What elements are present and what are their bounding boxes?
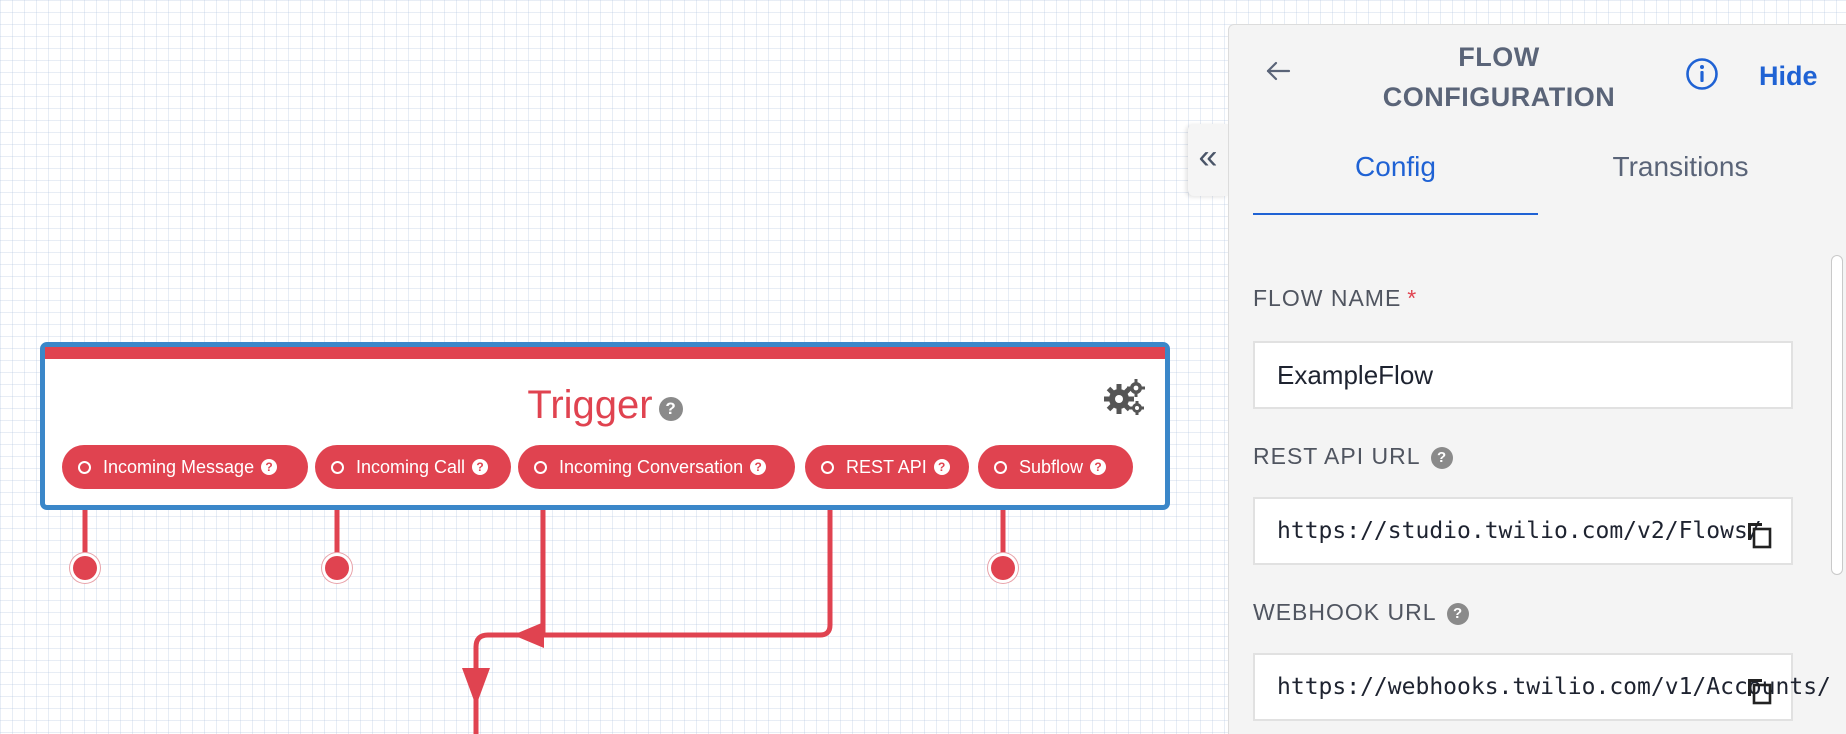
- rest-api-url-label: REST API URL?: [1253, 443, 1453, 470]
- radio-ring-icon: [78, 460, 91, 474]
- trigger-header-bar: [45, 347, 1165, 359]
- arrowhead-down: [462, 668, 490, 706]
- tab-transitions[interactable]: Transitions: [1612, 151, 1749, 182]
- help-icon[interactable]: ?: [261, 459, 278, 475]
- help-icon[interactable]: ?: [472, 459, 489, 475]
- tab-config[interactable]: Config: [1253, 145, 1538, 215]
- trigger-title: Trigger?: [45, 383, 1165, 428]
- flow-name-field[interactable]: [1253, 341, 1793, 409]
- connector-rest-api: [473, 490, 833, 734]
- help-icon[interactable]: ?: [1090, 459, 1107, 475]
- radio-ring-icon: [331, 460, 344, 474]
- panel-tabs: Config Transitions: [1253, 145, 1823, 215]
- double-chevron-left-icon: «: [1198, 138, 1218, 176]
- help-icon[interactable]: ?: [750, 459, 767, 475]
- help-icon[interactable]: ?: [933, 459, 950, 475]
- webhook-url-label: WEBHOOK URL?: [1253, 599, 1469, 626]
- copy-icon[interactable]: [1745, 519, 1773, 549]
- info-icon[interactable]: [1685, 57, 1719, 91]
- rest-api-url-value: https://studio.twilio.com/v2/Flows/: [1277, 518, 1762, 544]
- action-incoming-call[interactable]: Incoming Call ?: [315, 445, 511, 489]
- webhook-url-field: https://webhooks.twilio.com/v1/Accounts/: [1253, 653, 1831, 721]
- rest-api-url-field: https://studio.twilio.com/v2/Flows/: [1253, 497, 1793, 565]
- hide-panel-link[interactable]: Hide: [1759, 61, 1818, 91]
- action-incoming-message[interactable]: Incoming Message ?: [62, 445, 308, 489]
- radio-ring-icon: [821, 460, 834, 474]
- panel-scrollbar[interactable]: [1831, 255, 1843, 575]
- back-arrow-icon[interactable]: [1265, 59, 1291, 83]
- panel-header: FLOW CONFIGURATION Hide: [1229, 25, 1846, 121]
- flow-canvas[interactable]: Trigger?: [0, 0, 1228, 734]
- panel-title: FLOW CONFIGURATION: [1382, 42, 1616, 112]
- webhook-url-value: https://webhooks.twilio.com/v1/Accounts/: [1277, 674, 1831, 700]
- help-icon[interactable]: ?: [658, 397, 683, 421]
- required-marker: *: [1407, 285, 1418, 311]
- action-rest-api[interactable]: REST API ?: [805, 445, 969, 489]
- trigger-widget[interactable]: Trigger?: [40, 342, 1170, 510]
- radio-ring-icon: [534, 460, 547, 474]
- flow-configuration-panel: FLOW CONFIGURATION Hide Config Transitio…: [1228, 24, 1846, 734]
- gears-icon[interactable]: [1103, 377, 1147, 417]
- collapse-panel-toggle[interactable]: «: [1188, 124, 1228, 196]
- help-icon[interactable]: ?: [1446, 603, 1469, 625]
- radio-ring-icon: [994, 460, 1007, 474]
- action-incoming-conversation[interactable]: Incoming Conversation ?: [518, 445, 795, 489]
- action-subflow[interactable]: Subflow ?: [978, 445, 1133, 489]
- flow-name-label: FLOW NAME*: [1253, 285, 1418, 311]
- port-incoming-message[interactable]: [73, 556, 97, 580]
- flow-name-input[interactable]: [1255, 359, 1791, 391]
- port-subflow[interactable]: [991, 556, 1015, 580]
- port-incoming-call[interactable]: [325, 556, 349, 580]
- copy-icon[interactable]: [1745, 675, 1773, 705]
- help-icon[interactable]: ?: [1430, 447, 1453, 469]
- arrowhead-merge: [513, 622, 544, 648]
